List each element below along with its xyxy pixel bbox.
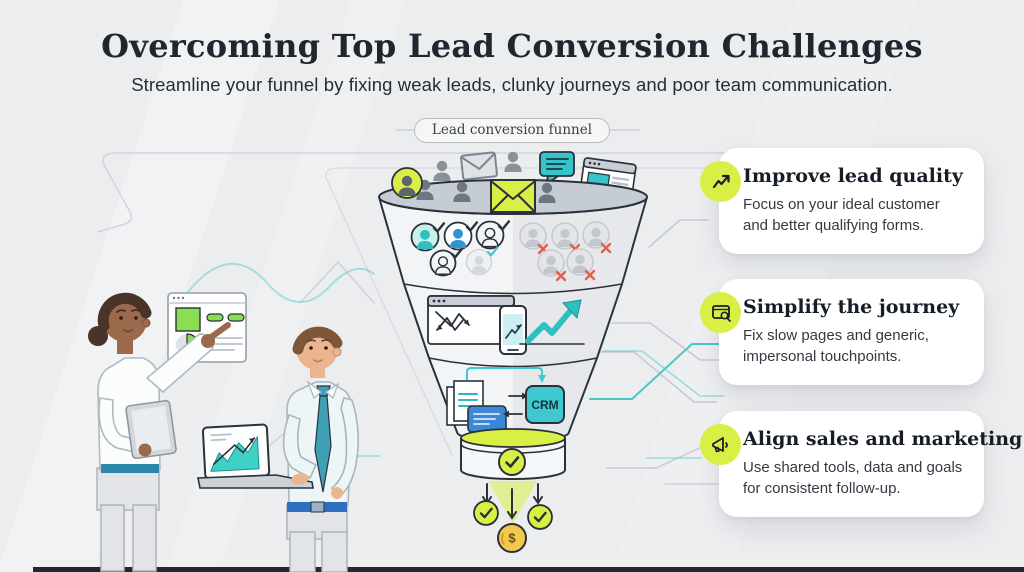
email-icon (460, 151, 498, 181)
chat-bubble-icon (539, 151, 575, 188)
funnel-label: Lead conversion funnel (413, 118, 611, 143)
card-title: Improve lead quality (743, 165, 963, 187)
growth-arrow-icon (519, 299, 585, 345)
crm-sync-group: CRM (446, 367, 565, 443)
card-body: Fix slow pages and generic, impersonal t… (743, 327, 929, 366)
page-title: Overcoming Top Lead Conversion Challenge… (101, 27, 923, 65)
card-body: Focus on your ideal customer and better … (743, 196, 940, 235)
card-title: Simplify the journey (743, 296, 960, 318)
funnel-label-row: Lead conversion funnel (0, 118, 1024, 143)
crm-label: CRM (531, 398, 558, 412)
belt (101, 464, 159, 473)
page-subtitle: Streamline your funnel by fixing weak le… (131, 74, 893, 95)
crm-box: CRM (525, 385, 565, 424)
analytics-window-icon (427, 295, 515, 345)
coin-symbol: $ (508, 531, 516, 546)
card-align-sales-and-marketing: Align sales and marketing Use shared too… (700, 411, 1023, 517)
analytics-group (427, 295, 585, 355)
card-title: Align sales and marketing (743, 428, 1023, 450)
tie (314, 395, 332, 493)
qualified-leads-group (410, 220, 511, 277)
trend-up-icon (700, 161, 741, 202)
card-improve-lead-quality: Improve lead quality Focus on your ideal… (700, 148, 984, 254)
laptop (197, 423, 314, 489)
browser-search-icon (700, 292, 741, 333)
lead-conversion-funnel: CRM $ (378, 151, 648, 553)
funnel-output-group: $ (460, 428, 566, 553)
floor-line (33, 567, 1024, 572)
card-body: Use shared tools, data and goals for con… (743, 459, 963, 498)
megaphone-icon (700, 424, 741, 465)
tablet (125, 399, 177, 460)
coin-icon: $ (497, 523, 527, 553)
phone-chart-icon (499, 305, 527, 355)
woman-illustration (88, 292, 231, 572)
lime-envelope-icon (490, 179, 536, 213)
man-illustration (197, 326, 360, 572)
card-simplify-the-journey: Simplify the journey Fix slow pages and … (700, 279, 984, 385)
header: Overcoming Top Lead Conversion Challenge… (0, 27, 1024, 96)
lime-avatar-icon (391, 167, 423, 199)
drop-arrows (482, 483, 543, 520)
